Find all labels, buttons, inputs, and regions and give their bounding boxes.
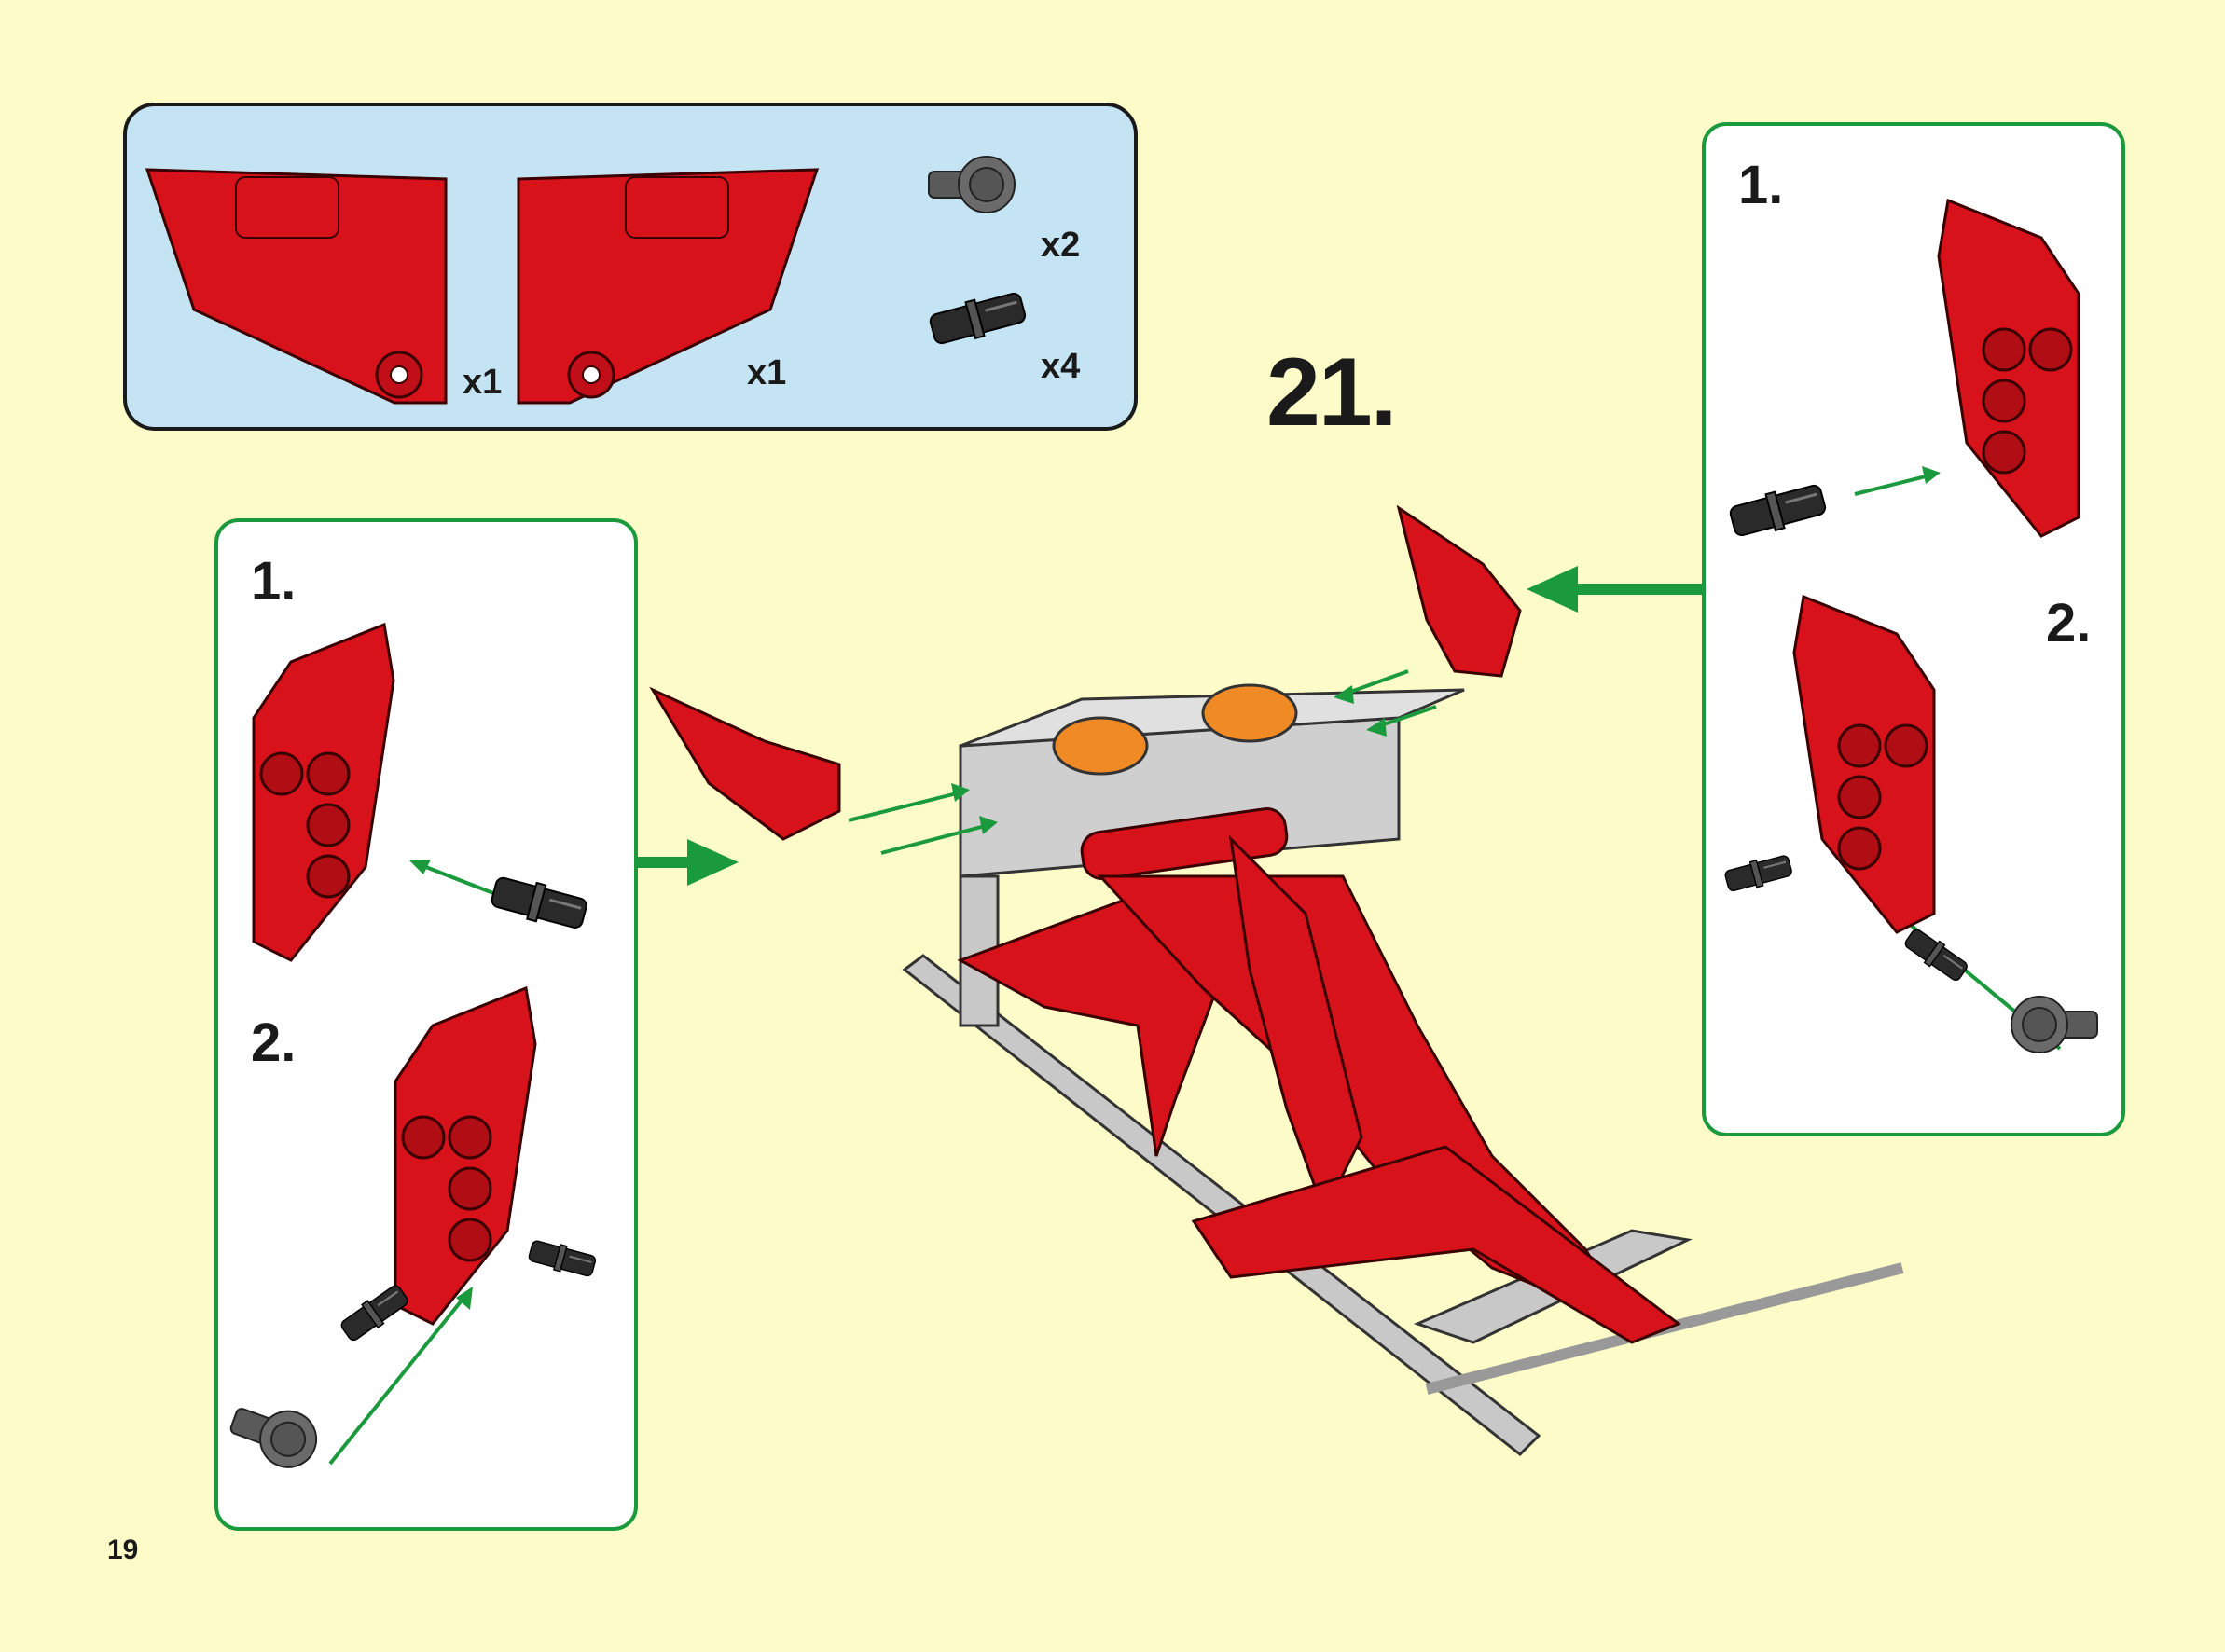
right-subassembly-callout: 1. 2. [1702, 122, 2125, 1136]
friction-pin-image [926, 286, 1030, 351]
red-panel-left-image [145, 168, 448, 405]
page-number: 19 [107, 1535, 139, 1565]
substep-label: 1. [1738, 155, 1784, 215]
red-body-panels [957, 807, 1682, 1344]
orange-gear-hub [1052, 716, 1149, 776]
pin-connector-image [928, 156, 1016, 213]
substep-label: 1. [251, 551, 297, 612]
substep-label: 2. [251, 1012, 297, 1073]
part-qty: x1 [747, 353, 787, 392]
friction-pin-image [526, 1236, 599, 1281]
red-panel-right-attach [1396, 504, 1522, 678]
red-panel-right-image [517, 168, 820, 405]
red-panel-left-attach [649, 686, 841, 841]
parts-list-box: x1 x1 x2 x4 [123, 103, 1138, 431]
pin-connector-image [223, 1392, 325, 1477]
green-arrow [848, 669, 1437, 855]
step-number: 21. [1266, 338, 1398, 447]
green-arrow-left [1527, 566, 1704, 613]
friction-pin-image [337, 1280, 413, 1346]
friction-pin-image [488, 871, 591, 935]
green-arrow [328, 860, 499, 1466]
pin-connector-image [2011, 996, 2098, 1053]
friction-pin-image [1900, 924, 1971, 985]
green-arrow-right [636, 839, 739, 886]
orange-gear-hub [1201, 683, 1298, 743]
part-qty: x2 [1041, 226, 1081, 265]
substep-label: 2. [2046, 593, 2092, 654]
left-subassembly-callout: 1. 2. [214, 518, 638, 1531]
part-qty: x4 [1041, 347, 1081, 386]
main-model-illustration [902, 683, 1904, 1457]
part-qty: x1 [463, 363, 503, 402]
